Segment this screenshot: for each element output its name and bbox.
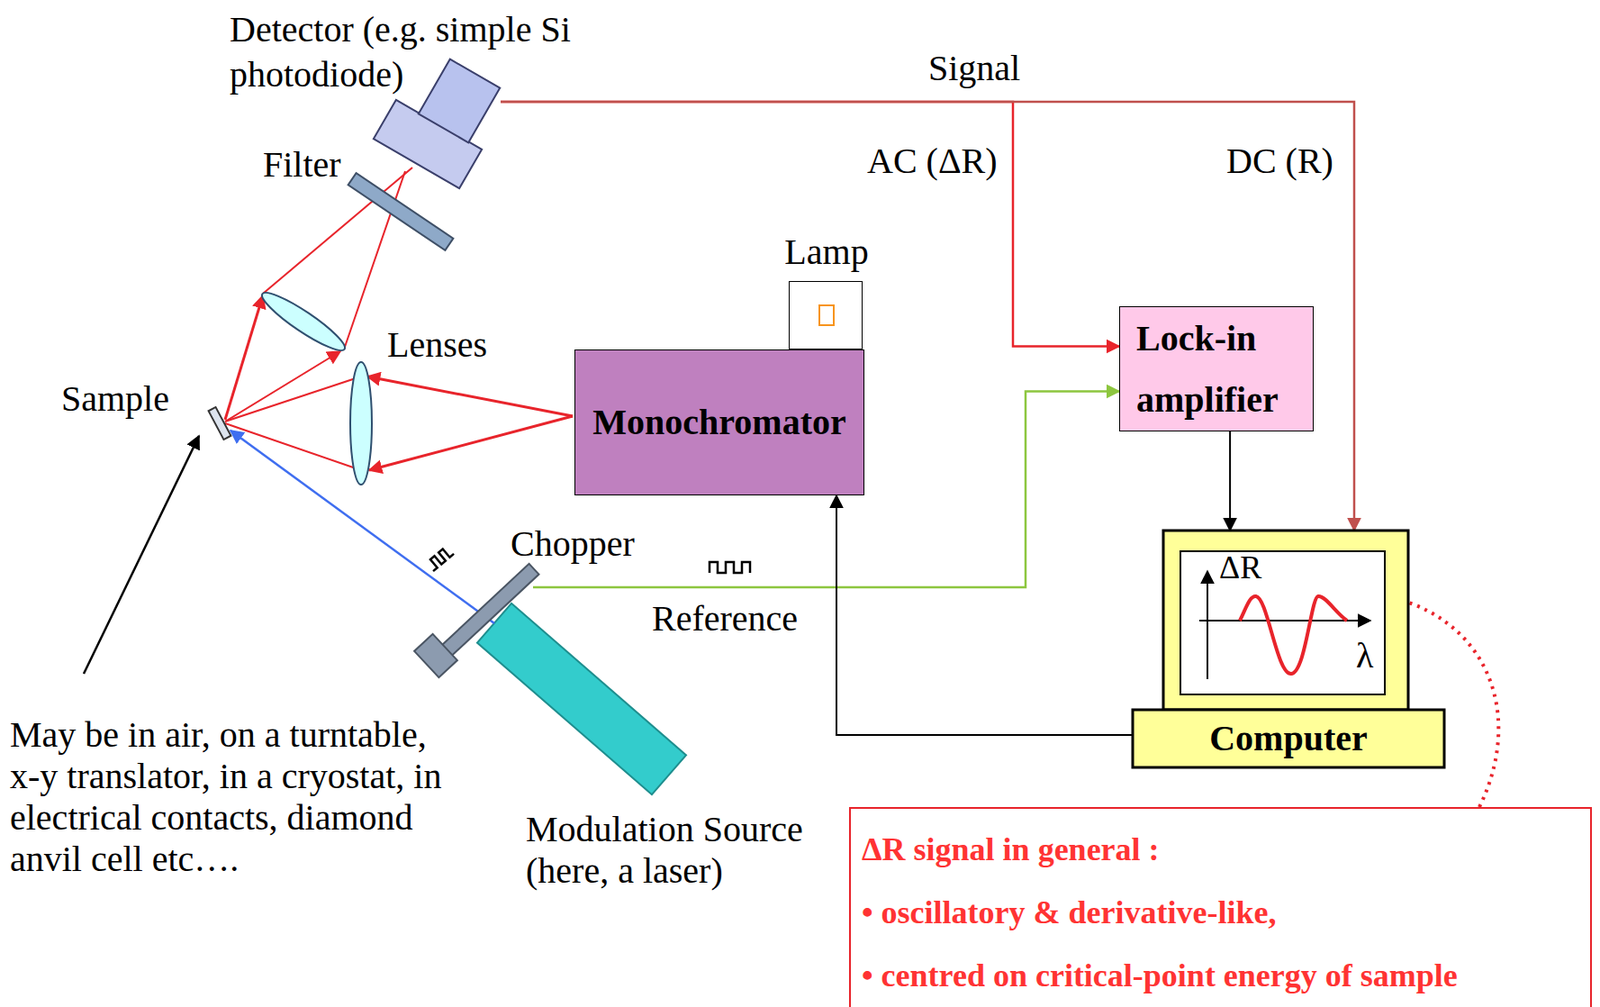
- node-text: Chopper: [510, 523, 635, 565]
- signal-label: Signal: [928, 47, 1021, 90]
- pointer-arrow: [83, 435, 199, 674]
- chopper: Chopper: [423, 562, 534, 676]
- lens: [350, 361, 372, 485]
- part-label: Modulation Source (here, a laser): [525, 808, 832, 892]
- signal-connector: [836, 495, 1133, 735]
- sample: [208, 406, 232, 440]
- signal-connector: [1229, 431, 1231, 531]
- axis-label: λ: [1355, 637, 1374, 674]
- node-text: Monochromator: [592, 401, 846, 443]
- node-text: • oscillatory & derivative-like,: [861, 880, 1580, 944]
- square-wave: [709, 561, 751, 573]
- signal-connector: [500, 101, 1355, 531]
- detector: Detector (e.g. simple Si photodiode): [387, 40, 501, 185]
- detector-shape: [387, 40, 501, 185]
- lock-in-box: Lock-in amplifier: [1119, 306, 1314, 432]
- part-label: Lenses: [387, 324, 488, 366]
- node-text: • centred on critical-point energy of sa…: [861, 943, 1580, 1007]
- node-text: Lamp: [771, 231, 882, 273]
- lens: [256, 285, 350, 358]
- lamp-box: Lamp: [788, 280, 863, 350]
- note-text: May be in air, on a turntable, x-y trans…: [9, 714, 465, 880]
- light-rays: [225, 167, 573, 471]
- edge-label: DC (R): [1224, 140, 1336, 182]
- computer: Computer: [1132, 530, 1445, 768]
- part-label: Filter: [262, 144, 342, 186]
- chopper-shape: [423, 562, 534, 676]
- lamp-box-shape: [789, 281, 864, 351]
- node-text: Lock-in amplifier: [1136, 307, 1297, 431]
- edge-label: AC (ΔR): [865, 140, 1000, 182]
- note-box: ΔR signal in general :• oscillatory & de…: [849, 806, 1592, 1007]
- node-text: Detector (e.g. simple Si photodiode): [229, 7, 613, 98]
- part-label: Sample: [61, 378, 170, 420]
- node-text: ΔR signal in general :: [861, 817, 1580, 881]
- square-wave: [425, 545, 454, 571]
- node-text: Computer: [1132, 709, 1445, 768]
- monochromator-box: Monochromator: [574, 349, 865, 496]
- edge-label: Reference: [650, 597, 800, 640]
- filter-plate: [348, 172, 454, 251]
- axis-label: ΔR: [1219, 551, 1262, 584]
